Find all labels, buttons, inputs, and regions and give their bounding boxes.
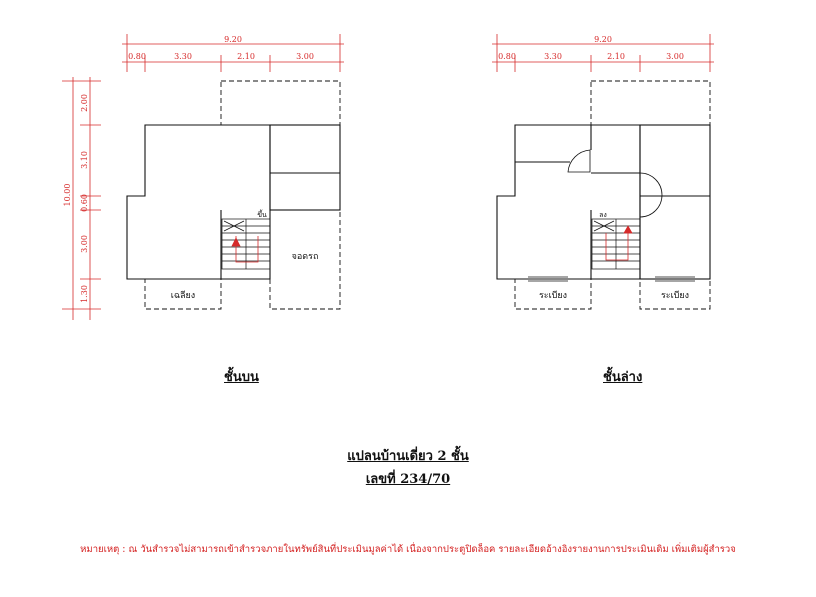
upper-dim-1: 3.30 [174, 52, 192, 61]
remark-note: หมายเหตุ : ณ วันสำรวจไม่สามารถเข้าสำรวจภ… [80, 544, 736, 555]
garage-label: จอดรถ [292, 252, 319, 262]
vertical-total: 10.00 [63, 184, 72, 207]
sliding-doors [528, 276, 695, 282]
upper-floor-title: ชั้นบน [224, 370, 259, 385]
upper-overall-width: 9.20 [224, 35, 242, 44]
lower-overall-width: 9.20 [594, 35, 612, 44]
lower-stair [591, 218, 641, 270]
lower-stair-label: ลง [599, 211, 607, 219]
lower-main-walls [496, 124, 641, 280]
eave-label: เฉลียง [171, 290, 195, 301]
vertical-dim-1: 3.10 [80, 151, 89, 169]
plan-heading-number: เลขที่ 234/70 [365, 472, 451, 487]
upper-dimension-labels: 9.20 0.80 3.30 2.10 3.00 10.00 2.00 3.10… [63, 35, 314, 303]
upper-stair [221, 218, 271, 270]
upper-room-right [269, 124, 341, 211]
vertical-dim-2: 0.60 [80, 194, 89, 212]
upper-dim-2: 2.10 [237, 52, 255, 61]
lower-dim-0: 0.80 [498, 52, 516, 61]
lower-room-right [639, 124, 711, 280]
lower-horizontal-dimensions [492, 34, 714, 72]
upper-dim-3: 3.00 [296, 52, 314, 61]
upper-vertical-dimensions [62, 77, 101, 320]
lower-dim-2: 2.10 [607, 52, 625, 61]
vertical-dim-4: 1.30 [80, 285, 89, 303]
door-swing [567, 149, 591, 173]
lower-dim-1: 3.30 [544, 52, 562, 61]
upper-stair-label: ขึ้น [257, 208, 267, 219]
upper-dashed-outlines [144, 80, 341, 310]
lower-floor-plan [492, 34, 714, 310]
upper-horizontal-dimensions [122, 34, 344, 72]
plan-heading-title: แปลนบ้านเดี่ยว 2 ชั้น [347, 449, 469, 464]
balcony-right-label: ระเบียง [661, 290, 689, 301]
upper-floor-plan [62, 34, 344, 320]
lower-floor-title: ชั้นล่าง [603, 370, 643, 385]
lower-dashed-outlines [514, 80, 711, 310]
balcony-left-label: ระเบียง [539, 290, 567, 301]
vertical-dim-3: 3.00 [80, 235, 89, 253]
lower-dim-3: 3.00 [666, 52, 684, 61]
vertical-dim-0: 2.00 [80, 94, 89, 112]
upper-dim-0: 0.80 [128, 52, 146, 61]
upper-main-walls [126, 124, 271, 280]
lower-dimension-labels: 9.20 0.80 3.30 2.10 3.00 [498, 35, 684, 61]
